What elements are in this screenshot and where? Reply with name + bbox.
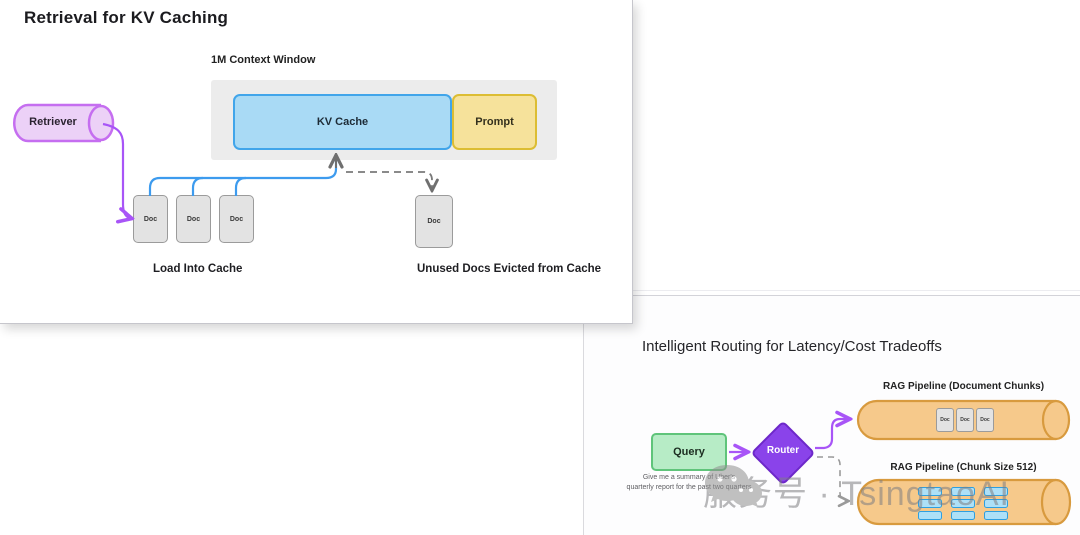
doc-box: Doc xyxy=(219,195,254,243)
query-caption-line2: quarterly report for the past two quarte… xyxy=(626,484,752,491)
chunk xyxy=(951,511,975,520)
chunk-stack xyxy=(984,487,1008,520)
evicted-doc-box: Doc xyxy=(415,195,453,248)
chunk xyxy=(951,499,975,508)
doc-chip: Doc xyxy=(936,408,954,432)
panel-intelligent-routing: Intelligent Routing for Latency/Cost Tra… xyxy=(583,295,1080,535)
doc2-stub-line xyxy=(191,176,204,196)
rag-pipeline-docs-cylinder: Doc Doc Doc xyxy=(856,399,1073,441)
chunk xyxy=(984,487,1008,496)
context-window-label: 1M Context Window xyxy=(211,54,316,66)
kv-arrows-layer xyxy=(102,122,633,324)
routing-arrows-layer xyxy=(729,296,1080,535)
doc-chip: Doc xyxy=(956,408,974,432)
query-caption-line1: Give me a summary of Uber's xyxy=(642,474,736,481)
chunk-stack xyxy=(918,487,942,520)
query-caption: Give me a summary of Uber's quarterly re… xyxy=(622,473,756,493)
evicted-dashed-arrow xyxy=(346,171,432,189)
chunk-stack xyxy=(951,487,975,520)
chunk xyxy=(951,487,975,496)
evicted-caption: Unused Docs Evicted from Cache xyxy=(417,263,602,275)
cylinder-shape-icon xyxy=(12,103,115,143)
prompt-box: Prompt xyxy=(452,94,537,150)
rag-pipeline-chunks-cylinder xyxy=(856,478,1073,526)
pipeline-chunks-label: RAG Pipeline (Chunk Size 512) xyxy=(890,462,1037,473)
retriever-label: Retriever xyxy=(29,116,77,128)
chunk xyxy=(918,487,942,496)
chunk xyxy=(918,511,942,520)
doc-chip: Doc xyxy=(976,408,994,432)
router-label: Router xyxy=(766,445,800,456)
panel-divider-line xyxy=(583,290,1080,291)
panel-kv-caching: Retrieval for KV Caching Retriever 1M Co… xyxy=(0,0,633,324)
router-to-docs-pipeline-arrow xyxy=(815,419,848,450)
router-to-chunks-pipeline-dashed-arrow xyxy=(817,456,847,501)
kv-panel-title: Retrieval for KV Caching xyxy=(24,8,229,27)
docs-to-cache-line xyxy=(148,158,338,196)
chunk xyxy=(984,499,1008,508)
load-into-cache-caption: Load Into Cache xyxy=(153,263,243,275)
retriever-cylinder: Retriever xyxy=(12,103,115,143)
doc3-stub-line xyxy=(234,176,247,196)
pipeline-docs-label: RAG Pipeline (Document Chunks) xyxy=(882,381,1045,392)
kv-cache-box: KV Cache xyxy=(233,94,452,150)
query-box: Query xyxy=(651,433,727,471)
retriever-to-doc-arrow xyxy=(102,122,130,218)
routing-panel-title: Intelligent Routing for Latency/Cost Tra… xyxy=(642,338,942,355)
chunk xyxy=(984,511,1008,520)
chunk xyxy=(918,499,942,508)
